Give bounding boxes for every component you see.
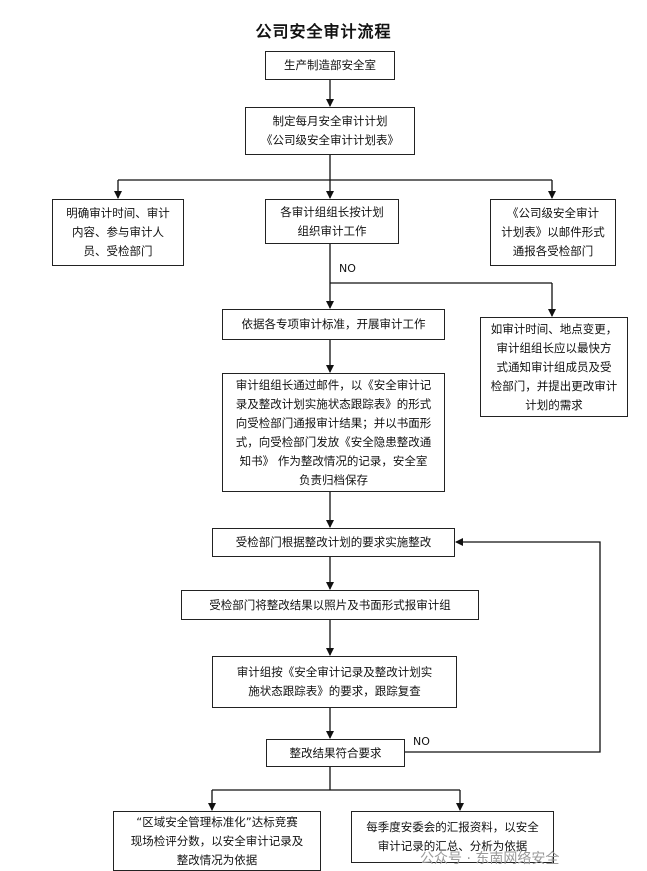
node-conduct-audit: 依据各专项审计标准，开展审计工作 <box>222 309 445 340</box>
node-production-safety-office: 生产制造部安全室 <box>265 51 395 80</box>
node-monthly-audit-plan: 制定每月安全审计计划 《公司级安全审计计划表》 <box>245 107 415 155</box>
node-meets-requirements: 整改结果符合要求 <box>266 739 405 767</box>
node-area-safety-standardization: “区域安全管理标准化”达标竞赛 现场检评分数，以安全审计记录及 整改情况为依据 <box>113 811 321 871</box>
no-branch-label: NO <box>339 262 356 275</box>
page-title: 公司安全审计流程 <box>255 22 392 41</box>
node-quarterly-safety-committee: 每季度安委会的汇报资料，以安全 审计记录的汇总、分析为依据 <box>351 811 554 863</box>
no-loop-label: NO <box>413 735 430 748</box>
watermark: 公众号 · 东南网络安全 <box>420 851 560 867</box>
node-team-leaders-organize: 各审计组组长按计划 组织审计工作 <box>265 199 399 244</box>
node-define-audit-details: 明确审计时间、审计 内容、参与审计人 员、受检部门 <box>52 199 184 266</box>
node-report-rectification-results: 受检部门将整改结果以照片及书面形式报审计组 <box>181 590 479 620</box>
node-schedule-change: 如审计时间、地点变更， 审计组组长应以最快方 式通知审计组成员及受 检部门，并提… <box>480 317 628 417</box>
node-notify-audit-results: 审计组组长通过邮件，以《安全审计记 录及整改计划实施状态跟踪表》的形式 向受检部… <box>222 373 445 492</box>
edge-no-loop <box>405 538 601 753</box>
node-track-and-review: 审计组按《安全审计记录及整改计划实 施状态跟踪表》的要求，跟踪复查 <box>212 656 457 708</box>
node-email-notify-departments: 《公司级安全审计 计划表》以邮件形式 通报各受检部门 <box>490 199 616 266</box>
node-implement-rectification: 受检部门根据整改计划的要求实施整改 <box>212 528 455 557</box>
